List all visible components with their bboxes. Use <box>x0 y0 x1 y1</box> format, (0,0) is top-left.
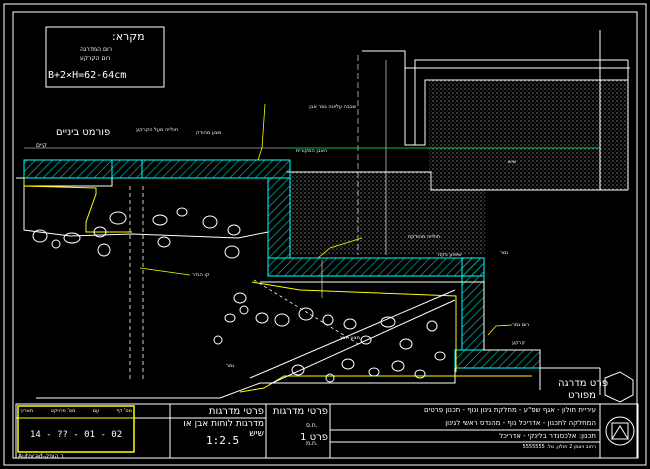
upper-wall-4 <box>286 171 628 191</box>
office-line: תכנון: אלכסנדר בלינקי - אדריכל <box>499 432 596 440</box>
legend-formula: B+2×H=62-64cm <box>48 70 127 81</box>
soil-outline-2 <box>260 281 541 390</box>
date-table-headers: מס' דף עם מס' פרויקט תאריך <box>20 408 132 414</box>
label-terrace: גמר <box>500 250 509 256</box>
sheet-subtitle: מדרגות לוחות אבן או שיש <box>183 419 264 439</box>
right-block-subtitle: מפורט <box>568 390 596 401</box>
header-project: מס' פרויקט <box>50 408 76 414</box>
yellow-edge-left <box>23 178 132 233</box>
label-bottom-left: גמר <box>226 363 235 369</box>
leader-4 <box>139 267 191 276</box>
misc-1: ח.ס. <box>306 422 318 429</box>
upper-wall-3 <box>415 79 628 146</box>
top-slab-mid <box>111 159 143 179</box>
label-water: שיפוע ניקוז <box>438 252 462 258</box>
soil-outline <box>23 186 269 239</box>
diagonal-2 <box>249 289 456 379</box>
legend-title: מקרא: <box>112 30 145 43</box>
scale-value: 1:2.5 <box>206 434 240 447</box>
mid-landing <box>267 257 485 277</box>
mid-riser <box>461 257 485 351</box>
diagonal-dashed <box>253 279 361 346</box>
label-wall-top: האבן המקורית <box>296 148 328 154</box>
label-lower-step: חולייה מהודקת <box>407 234 440 240</box>
top-slab-left <box>23 159 113 179</box>
autocad-note: Autocad-ב הופק <box>18 453 64 460</box>
leader-1 <box>257 103 266 161</box>
misc-2: ח.מ. <box>306 440 318 447</box>
date-value: 14 - ?? - 01 - 02 <box>30 430 123 440</box>
upper-wall <box>362 50 630 69</box>
sheet-title: פרטי מדרגות <box>272 406 328 417</box>
header-date: תאריך <box>20 408 34 414</box>
detail-number: פרט 1 <box>300 432 328 443</box>
rocks <box>32 207 446 383</box>
legend-line1: רום המדרגה <box>80 46 112 53</box>
legend-box <box>45 26 165 88</box>
bottom-step <box>454 349 541 369</box>
label-step: שיש <box>508 159 517 165</box>
step-wall <box>267 177 291 259</box>
label-soil: קו הגדר <box>192 272 210 278</box>
header-with: עם <box>92 408 100 414</box>
label-dirt: מצע חצץ <box>340 335 361 341</box>
label-lower-right2: קרקע <box>512 340 526 346</box>
designer-line: המחלקה לתכנון - אדריכל נוף - מהנדס ראשי … <box>445 419 596 427</box>
label-drainage: חולייה מעל הקרקע <box>136 127 178 133</box>
label-existing: קיים <box>36 142 47 149</box>
legend-line2: רום הקרקע <box>80 55 111 62</box>
seal-icon <box>605 416 635 446</box>
yellow-lower <box>239 375 532 393</box>
label-top-notes: שכבה עליונה גמר אבן <box>309 104 356 110</box>
address-line: רחוב ויצמן 2 חולון, טל. 5555555 <box>522 444 596 450</box>
label-lawn: פורמט ביניים <box>56 127 111 138</box>
ground-lower <box>36 368 456 399</box>
project-line: עיריית חולון - אגף שפ"ע - מחלקת גינון ונ… <box>424 406 596 414</box>
detail-octagon <box>604 371 634 403</box>
header-sheet: מס' דף <box>116 408 132 414</box>
sheet-title-left: פרטי מדרגות <box>208 406 264 417</box>
diagonal-1 <box>269 299 456 385</box>
label-lower-right: רום גמר <box>512 322 530 328</box>
right-block-title: פרט מדרגה <box>558 378 609 389</box>
outer-frame <box>3 3 647 466</box>
date-table <box>17 405 135 453</box>
leader-2 <box>317 237 363 259</box>
upper-soil-fill <box>290 80 628 255</box>
top-slab-right <box>141 159 291 179</box>
label-gravel: מצע מהודק <box>196 130 222 136</box>
yellow-slope <box>251 281 457 372</box>
leader-3 <box>487 324 513 336</box>
soil-line-left <box>16 177 113 187</box>
